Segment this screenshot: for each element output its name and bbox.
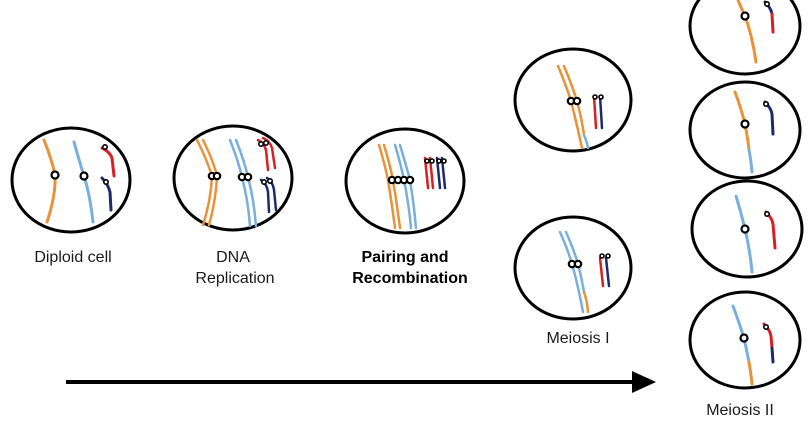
pairing-label-line1: Pairing and xyxy=(361,249,448,266)
meiosis1-top-cell xyxy=(513,47,633,153)
pairing-label-line2: Recombination xyxy=(352,270,468,287)
meiosis2-cell-3 xyxy=(690,179,804,279)
meiosis1-bottom-cell xyxy=(513,215,633,321)
dna-label-line1: DNA xyxy=(216,249,250,266)
replicated-cell xyxy=(172,124,294,232)
meiosis2-cell-4 xyxy=(688,290,802,390)
meiosis2-cell-1 xyxy=(688,0,802,76)
diploid-label: Diploid cell xyxy=(34,249,111,266)
meiosis1-label: Meiosis I xyxy=(546,330,609,347)
dna-label-line2: Replication xyxy=(195,270,274,287)
meiosis2-label: Meiosis II xyxy=(706,402,774,419)
paired-cell xyxy=(344,127,466,235)
diploid-cell xyxy=(10,126,132,234)
progression-arrow xyxy=(66,371,656,393)
meiosis2-cell-2 xyxy=(688,80,802,180)
